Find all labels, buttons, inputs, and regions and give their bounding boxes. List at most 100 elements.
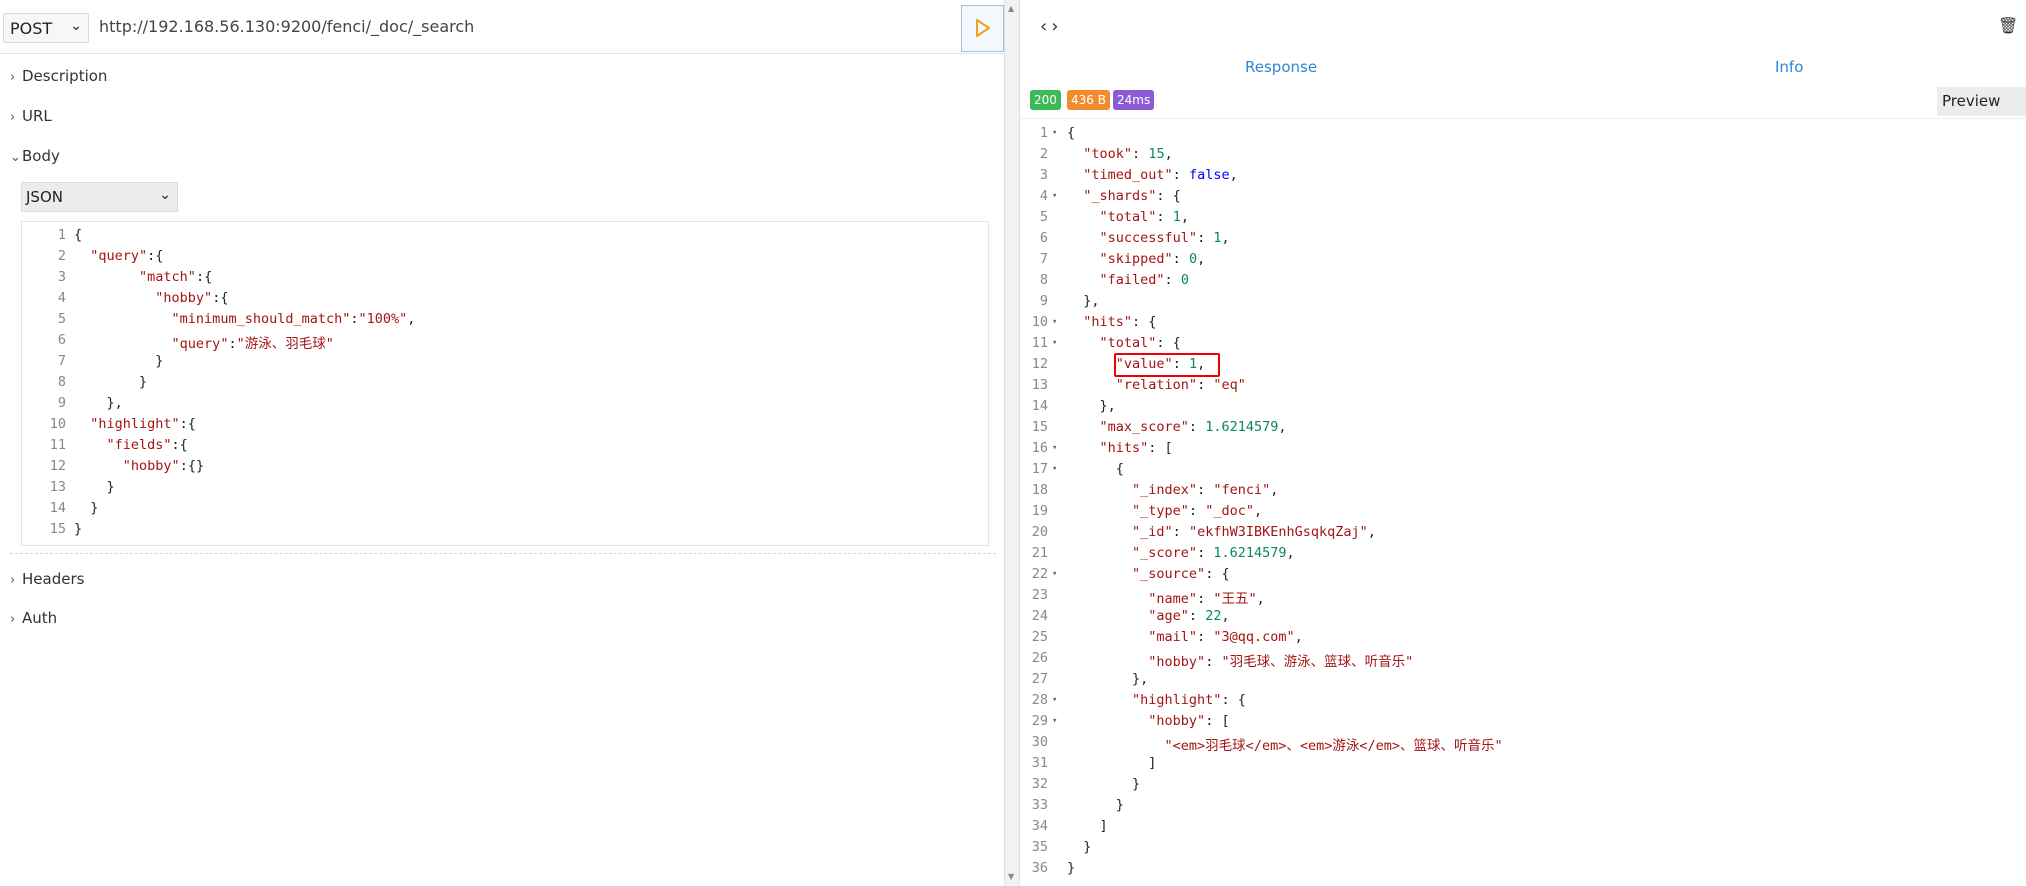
code-text: }, (1067, 671, 1149, 687)
code-line: 24 "age": 22, (1020, 608, 2026, 629)
line-number: 2 (57, 248, 66, 264)
code-text: } (1067, 797, 1124, 813)
code-line: 33 } (1020, 797, 2026, 818)
code-text: ] (1067, 755, 1157, 771)
code-line: 12 "hobby":{} (22, 458, 988, 479)
section-url[interactable]: › URL (10, 107, 52, 125)
line-number: 31 (1031, 755, 1048, 771)
section-description[interactable]: ›Description (10, 67, 107, 85)
line-number: 9 (1039, 293, 1048, 309)
code-text: } (74, 353, 164, 369)
body-type-select[interactable]: JSON ⌄ (21, 182, 178, 212)
line-number: 8 (57, 374, 66, 390)
response-body-viewer[interactable]: 1▾{2 "took": 15,3 "timed_out": false,4▾ … (1020, 122, 2026, 886)
divider (1020, 118, 2026, 119)
line-number: 6 (1039, 230, 1048, 246)
section-headers[interactable]: ›Headers (10, 570, 84, 588)
code-line: 20 "_id": "ekfhW3IBKEnhGsqkqZaj", (1020, 524, 2026, 545)
code-line: 16▾ "hits": [ (1020, 440, 2026, 461)
line-number: 5 (1039, 209, 1048, 225)
code-line: 15} (22, 521, 988, 542)
back-icon[interactable]: ‹ (1040, 16, 1052, 37)
line-number: 7 (57, 353, 66, 369)
section-url-label: URL (22, 107, 52, 125)
code-text: "_shards": { (1083, 188, 1181, 204)
line-number: 24 (1031, 608, 1048, 624)
line-number: 28 (1031, 692, 1048, 708)
method-select[interactable]: POST ⌄ (3, 13, 89, 43)
line-number: 5 (57, 311, 66, 327)
request-body-editor[interactable]: 1{2 "query":{3 "match":{4 "hobby":{5 "mi… (21, 221, 989, 546)
code-text: "_score": 1.6214579, (1132, 545, 1295, 561)
fold-toggle-icon[interactable]: ▾ (1052, 443, 1058, 453)
fold-toggle-icon[interactable]: ▾ (1052, 716, 1058, 726)
pane-splitter[interactable]: ▲ ▼ (1004, 0, 1020, 886)
line-number: 9 (57, 395, 66, 411)
preview-button[interactable]: Preview (1937, 87, 2026, 116)
line-number: 10 (1031, 314, 1048, 330)
code-line: 3 "match":{ (22, 269, 988, 290)
tab-info[interactable]: Info (1775, 58, 1804, 76)
trash-icon[interactable]: 🗑 (1998, 16, 2019, 35)
code-line: 27 }, (1020, 671, 2026, 692)
fold-toggle-icon[interactable]: ▾ (1052, 338, 1058, 348)
url-input[interactable]: http://192.168.56.130:9200/fenci/_doc/_s… (99, 17, 475, 36)
chevron-right-icon: › (10, 110, 16, 125)
fold-toggle-icon[interactable]: ▾ (1052, 191, 1058, 201)
code-text: "hobby":{ (155, 290, 229, 306)
annotation-highlight-box (1114, 353, 1220, 377)
code-line: 22▾ "_source": { (1020, 566, 2026, 587)
line-number: 2 (1039, 146, 1048, 162)
send-button[interactable] (961, 5, 1004, 52)
code-text: "hobby": [ (1148, 713, 1230, 729)
section-body[interactable]: ⌄Body (10, 147, 60, 165)
scroll-up-icon[interactable]: ▲ (1008, 4, 1015, 13)
forward-icon[interactable]: › (1051, 16, 1063, 37)
line-number: 1 (57, 227, 66, 243)
line-number: 20 (1031, 524, 1048, 540)
code-text: "highlight": { (1132, 692, 1246, 708)
code-line: 35 } (1020, 839, 2026, 860)
response-time-badge: 24ms (1113, 90, 1155, 110)
code-text: "match":{ (139, 269, 213, 285)
code-text: "max_score": 1.6214579, (1099, 419, 1287, 435)
code-text: "took": 15, (1083, 146, 1173, 162)
line-number: 15 (49, 521, 66, 537)
line-number: 16 (1031, 440, 1048, 456)
code-line: 3 "timed_out": false, (1020, 167, 2026, 188)
line-number: 11 (49, 437, 66, 453)
tab-response[interactable]: Response (1245, 58, 1318, 76)
chevron-right-icon: › (10, 573, 16, 588)
fold-toggle-icon[interactable]: ▾ (1052, 464, 1058, 474)
line-number: 13 (49, 479, 66, 495)
code-line: 36} (1020, 860, 2026, 881)
code-text: "mail": "3@qq.com", (1148, 629, 1303, 645)
code-text: "successful": 1, (1099, 230, 1230, 246)
code-text: "timed_out": false, (1083, 167, 1238, 183)
code-text: "_type": "_doc", (1132, 503, 1263, 519)
code-line: 5 "minimum_should_match":"100%", (22, 311, 988, 332)
fold-toggle-icon[interactable]: ▾ (1052, 569, 1058, 579)
scroll-down-icon[interactable]: ▼ (1008, 872, 1015, 881)
code-line: 13 } (22, 479, 988, 500)
code-text: "hobby": "羽毛球、游泳、篮球、听音乐" (1148, 654, 1414, 670)
line-number: 3 (1039, 167, 1048, 183)
section-body-label: Body (22, 147, 60, 165)
code-text: "query":"游泳、羽毛球" (171, 336, 334, 352)
code-line: 11 "fields":{ (22, 437, 988, 458)
line-number: 8 (1039, 272, 1048, 288)
fold-toggle-icon[interactable]: ▾ (1052, 695, 1058, 705)
section-auth[interactable]: ›Auth (10, 609, 57, 627)
fold-toggle-icon[interactable]: ▾ (1052, 128, 1058, 138)
line-number: 36 (1031, 860, 1048, 876)
code-line: 9 }, (1020, 293, 2026, 314)
fold-toggle-icon[interactable]: ▾ (1052, 317, 1058, 327)
code-text: "hits": { (1083, 314, 1157, 330)
code-line: 18 "_index": "fenci", (1020, 482, 2026, 503)
chevron-right-icon: › (10, 612, 16, 627)
code-text: } (1067, 839, 1092, 855)
line-number: 18 (1031, 482, 1048, 498)
code-text: "_source": { (1132, 566, 1230, 582)
divider (10, 553, 996, 554)
